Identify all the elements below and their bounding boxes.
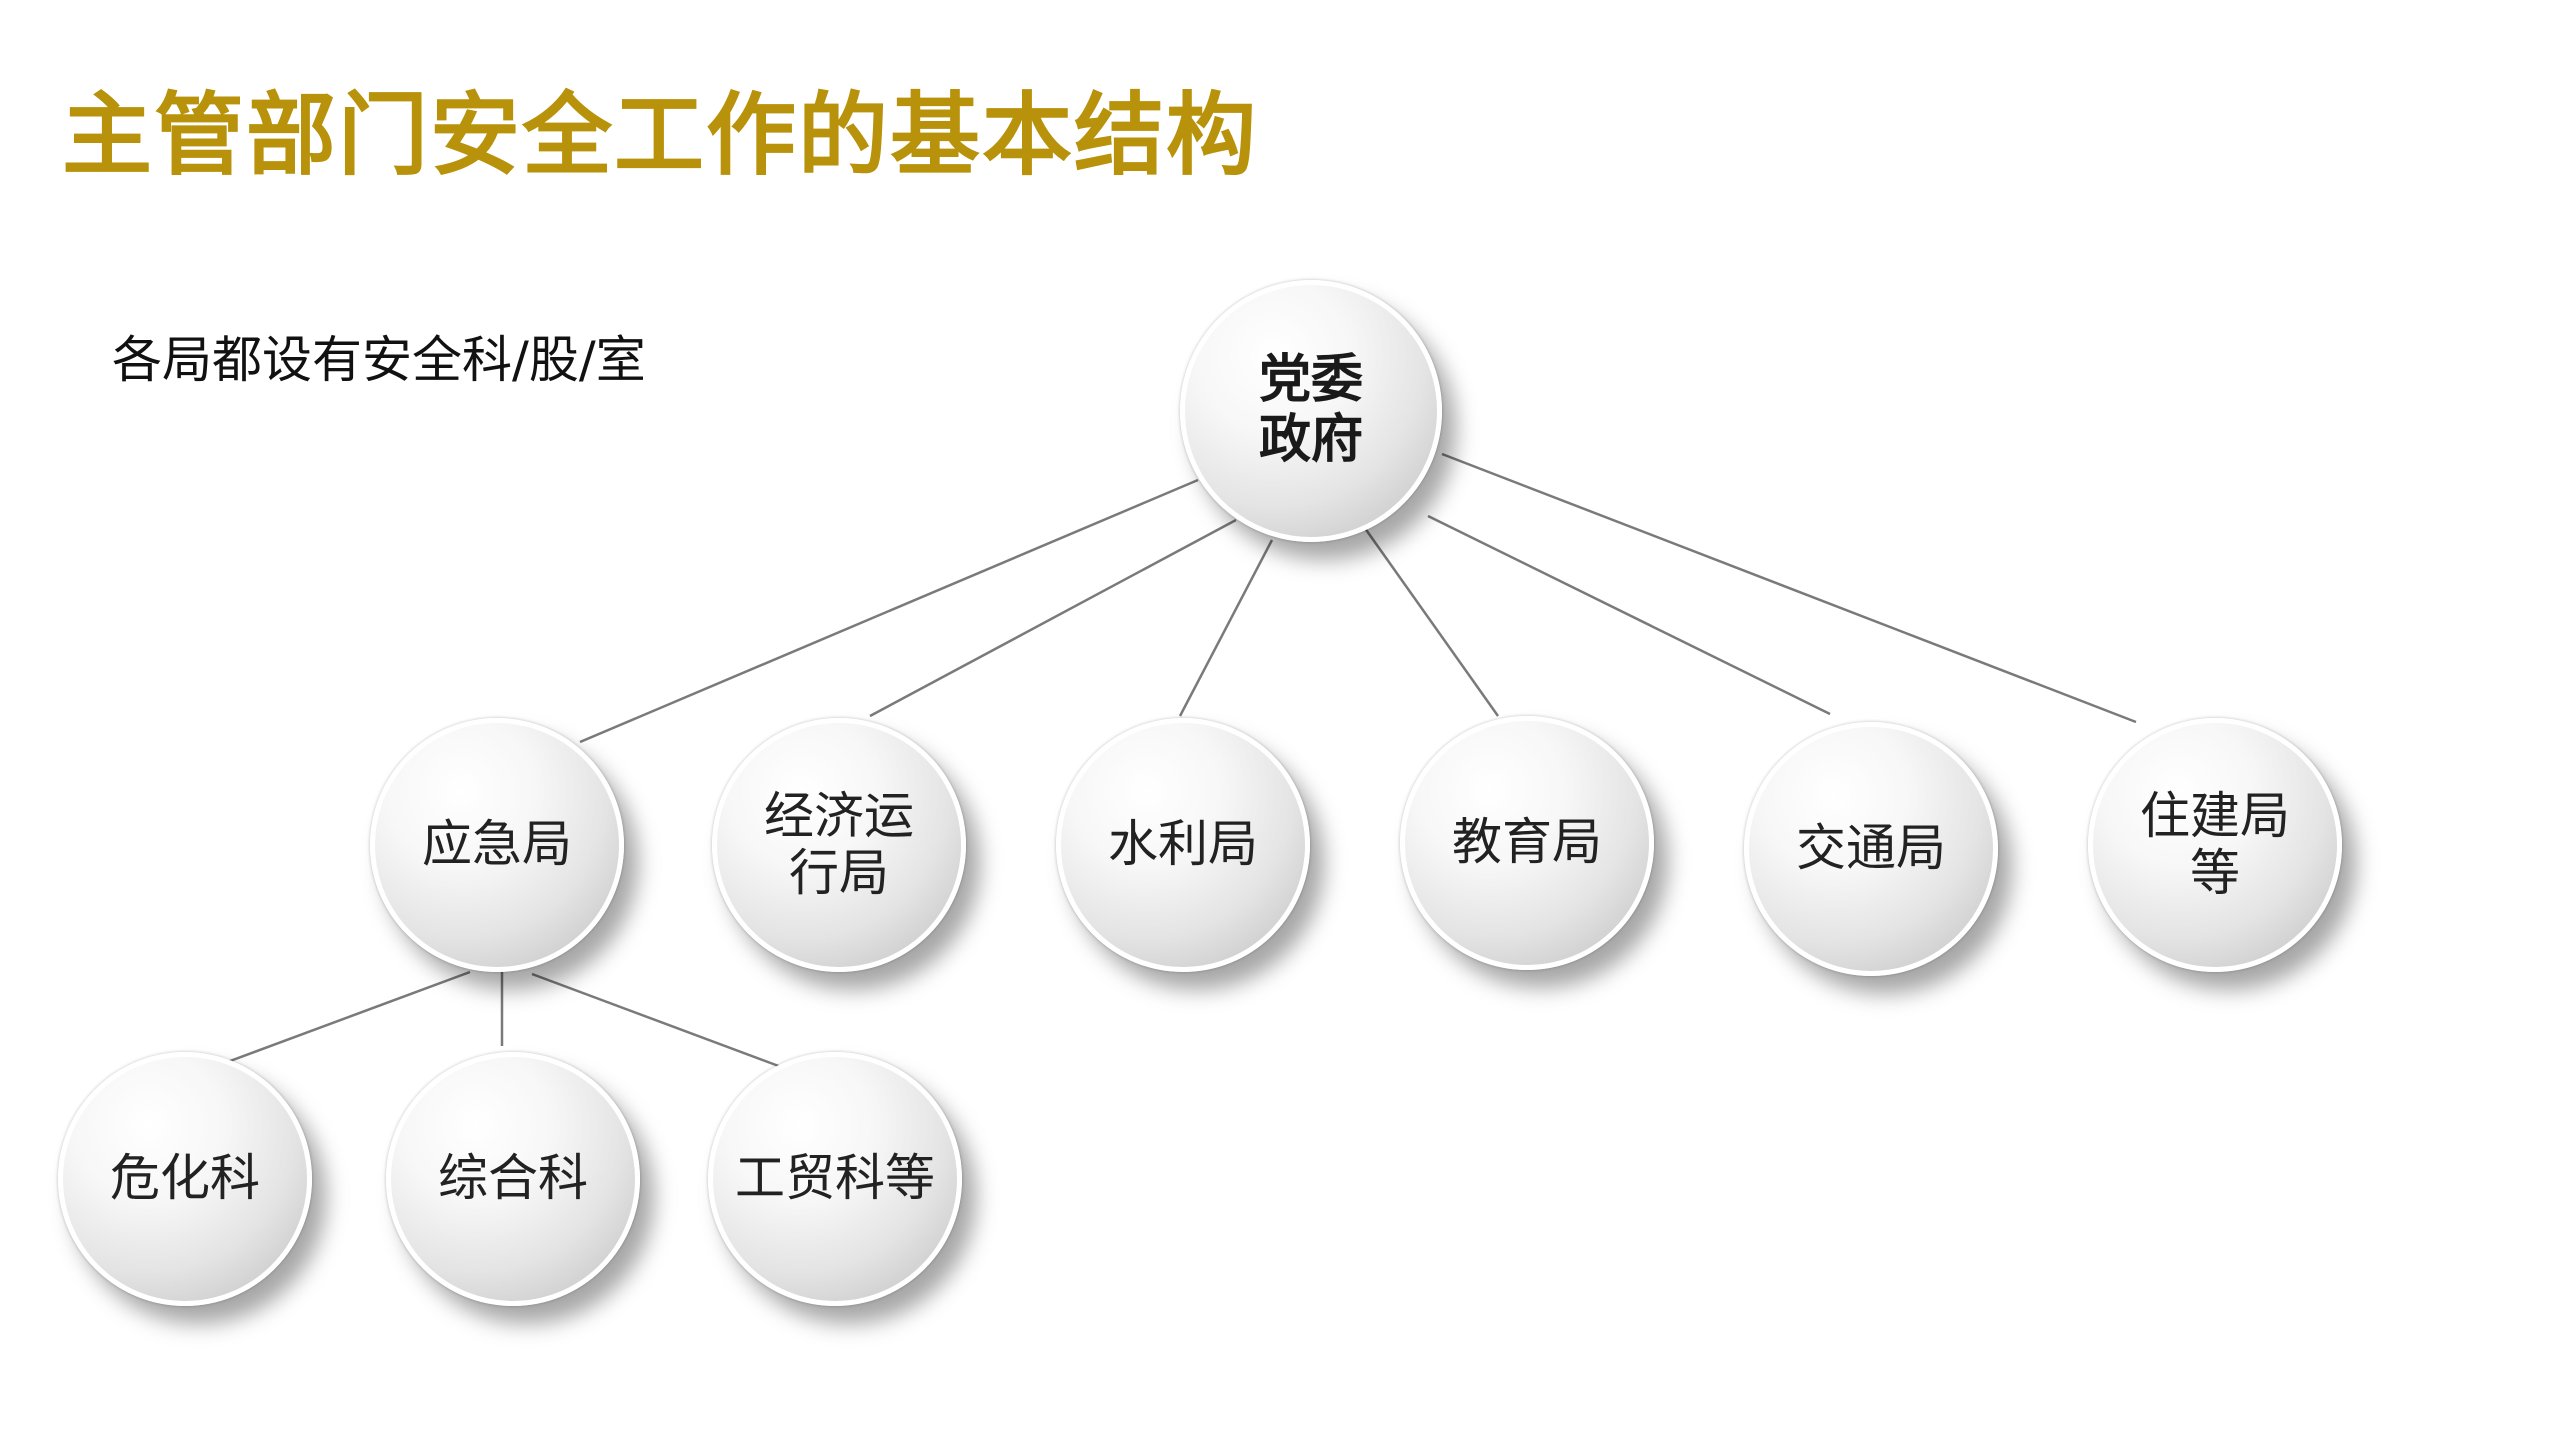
node-label: 工贸科等 [735, 1149, 935, 1208]
node-label: 水利局 [1108, 815, 1258, 874]
node-industry-section[interactable]: 工贸科等 [708, 1052, 962, 1306]
connector-emergency-hazchem [221, 970, 471, 1066]
node-economy-bureau[interactable]: 经济运 行局 [712, 718, 966, 972]
node-hazchem-section[interactable]: 危化科 [58, 1052, 312, 1306]
connector-root-emergency [579, 478, 1199, 744]
node-water-bureau[interactable]: 水利局 [1056, 718, 1310, 972]
connector-root-housing [1441, 452, 2137, 724]
node-label: 交通局 [1796, 819, 1946, 878]
subtitle-note: 各局都设有安全科/股/室 [112, 331, 646, 389]
connector-root-education [1360, 523, 1500, 717]
node-transport-bureau[interactable]: 交通局 [1744, 722, 1998, 976]
node-label: 危化科 [110, 1149, 260, 1208]
node-education-bureau[interactable]: 教育局 [1400, 716, 1654, 970]
connector-root-water [1178, 539, 1274, 717]
node-label: 综合科 [438, 1149, 588, 1208]
connector-root-transport [1427, 514, 1831, 716]
connector-root-economy [869, 518, 1237, 718]
node-label: 党委 政府 [1258, 350, 1363, 470]
node-housing-bureau[interactable]: 住建局 等 [2088, 718, 2342, 972]
node-label: 教育局 [1452, 813, 1602, 872]
node-label: 应急局 [422, 815, 572, 874]
node-general-section[interactable]: 综合科 [386, 1052, 640, 1306]
connector-emergency-industry [531, 972, 785, 1070]
node-emergency-bureau[interactable]: 应急局 [370, 718, 624, 972]
node-label: 住建局 等 [2140, 786, 2290, 902]
node-label: 经济运 行局 [764, 786, 914, 902]
node-party-government[interactable]: 党委 政府 [1180, 280, 1442, 542]
page-title: 主管部门安全工作的基本结构 [62, 83, 1258, 188]
